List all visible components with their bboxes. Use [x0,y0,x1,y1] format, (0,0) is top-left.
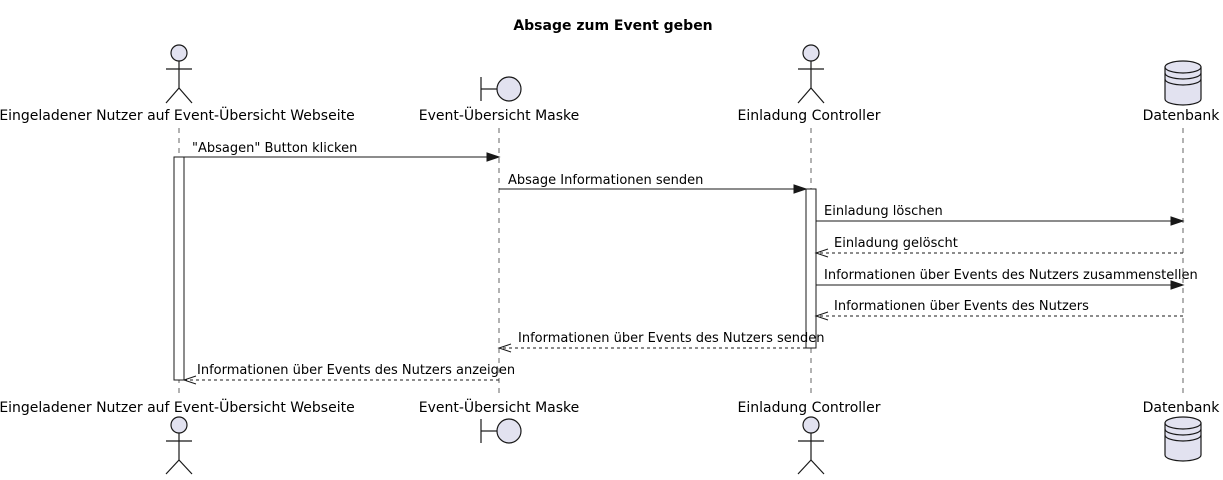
boundary-maske-top [480,76,522,102]
message-label-3: Einladung löschen [824,204,943,219]
database-icon-bottom [1164,416,1202,462]
message-label-1: "Absagen" Button klicken [192,141,357,156]
participant-label-maske-top: Event-Übersicht Maske [419,106,580,124]
message-1: "Absagen" Button klicken [184,141,501,162]
actor-controller-top [797,44,825,104]
participant-label-datenbank-bottom: Datenbank [1143,400,1221,416]
actor-nutzer-bottom [165,416,193,475]
message-label-5: Informationen über Events des Nutzers zu… [824,268,1198,283]
boundary-maske-bottom [480,418,522,444]
message-2: Absage Informationen senden [499,173,808,194]
diagram-title: Absage zum Event geben [513,18,712,34]
message-3: Einladung löschen [816,204,1185,226]
database-icon-top [1164,60,1202,106]
activation-bar-nutzer [173,156,185,381]
actor-controller-bottom [797,416,825,475]
message-5: Informationen über Events des Nutzers zu… [816,268,1198,290]
message-label-4: Einladung gelöscht [834,236,958,251]
participant-label-controller-bottom: Einladung Controller [738,400,881,416]
message-7: Informationen über Events des Nutzers se… [497,331,825,353]
message-4: Einladung gelöscht [814,236,1183,258]
participant-label-controller-top: Einladung Controller [738,108,881,124]
message-8: Informationen über Events des Nutzers an… [182,363,515,385]
participant-label-nutzer-bottom: Eingeladener Nutzer auf Event-Übersicht … [0,398,355,416]
message-6: Informationen über Events des Nutzers [814,299,1183,321]
message-label-7: Informationen über Events des Nutzers se… [518,331,825,346]
activation-bar-controller [805,188,817,349]
message-label-2: Absage Informationen senden [508,173,703,188]
participant-label-nutzer-top: Eingeladener Nutzer auf Event-Übersicht … [0,106,355,124]
actor-nutzer-top [165,44,193,104]
participant-label-datenbank-top: Datenbank [1143,108,1221,124]
message-label-6: Informationen über Events des Nutzers [834,299,1089,314]
participant-label-maske-bottom: Event-Übersicht Maske [419,398,580,416]
message-label-8: Informationen über Events des Nutzers an… [197,363,515,378]
